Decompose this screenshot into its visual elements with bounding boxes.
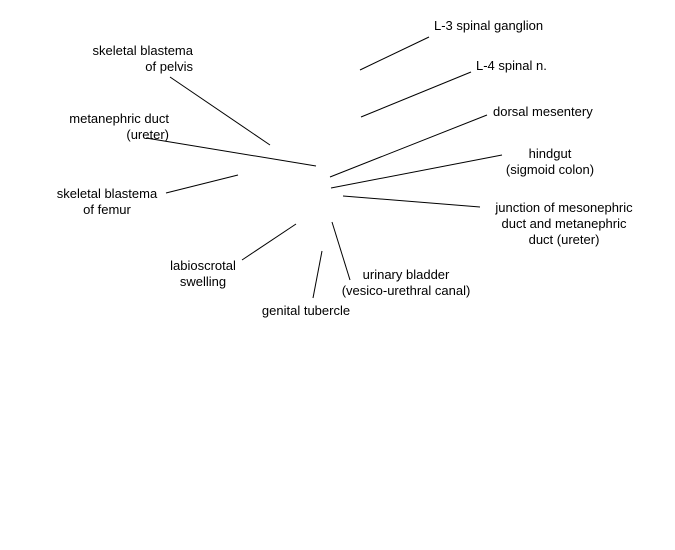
label-line: L-4 spinal n. bbox=[476, 58, 547, 73]
leader-line-hindgut bbox=[330, 154, 503, 189]
leader-line-dorsal-mesentery bbox=[329, 114, 488, 178]
label-line: junction of mesonephric bbox=[495, 200, 633, 215]
label-line: (vesico-urethral canal) bbox=[341, 283, 471, 298]
label-line: (sigmoid colon) bbox=[505, 162, 595, 177]
label-line: dorsal mesentery bbox=[493, 104, 593, 119]
leader-line-skeletal-blastema-pelvis bbox=[169, 76, 271, 146]
label-dorsal-mesentery: dorsal mesentery bbox=[493, 104, 593, 120]
leader-line-labioscrotal-swelling bbox=[241, 223, 297, 261]
label-line: hindgut bbox=[528, 146, 572, 161]
label-junction-mesonephric-metanephric: junction of mesonephric duct and metanep… bbox=[476, 200, 652, 248]
label-line: of pelvis bbox=[145, 59, 193, 74]
label-hindgut: hindgut (sigmoid colon) bbox=[473, 146, 627, 178]
label-skeletal-blastema-femur: skeletal blastema of femur bbox=[42, 186, 172, 218]
label-line: of femur bbox=[83, 202, 131, 217]
leader-line-junction bbox=[342, 195, 481, 208]
label-line: duct (ureter) bbox=[528, 232, 600, 247]
label-line: metanephric duct bbox=[69, 111, 169, 126]
label-skeletal-blastema-pelvis: skeletal blastema of pelvis bbox=[93, 43, 193, 75]
label-line: swelling bbox=[179, 274, 227, 289]
label-metanephric-duct: metanephric duct (ureter) bbox=[69, 111, 169, 143]
leader-line-urinary-bladder bbox=[331, 221, 351, 281]
label-genital-tubercle: genital tubercle bbox=[246, 303, 366, 319]
leader-line-skeletal-blastema-femur bbox=[165, 174, 239, 194]
label-l4-spinal-nerve: L-4 spinal n. bbox=[476, 58, 547, 74]
label-line: labioscrotal bbox=[170, 258, 236, 273]
label-line: L-3 spinal ganglion bbox=[434, 18, 544, 33]
leader-line-l4-spinal-nerve bbox=[360, 71, 472, 118]
label-l3-spinal-ganglion: L-3 spinal ganglion bbox=[434, 18, 543, 34]
leader-line-l3-spinal-ganglion bbox=[359, 36, 430, 71]
leader-line-metanephric-duct bbox=[145, 137, 317, 167]
label-line: genital tubercle bbox=[261, 303, 351, 318]
label-line: (ureter) bbox=[126, 127, 169, 142]
label-line: skeletal blastema bbox=[56, 186, 158, 201]
label-line: skeletal blastema bbox=[92, 43, 193, 58]
leader-line-genital-tubercle bbox=[312, 250, 323, 299]
label-line: duct and metanephric bbox=[501, 216, 627, 231]
label-urinary-bladder: urinary bladder (vesico-urethral canal) bbox=[327, 267, 485, 299]
label-labioscrotal-swelling: labioscrotal swelling bbox=[153, 258, 253, 290]
label-line: urinary bladder bbox=[362, 267, 450, 282]
